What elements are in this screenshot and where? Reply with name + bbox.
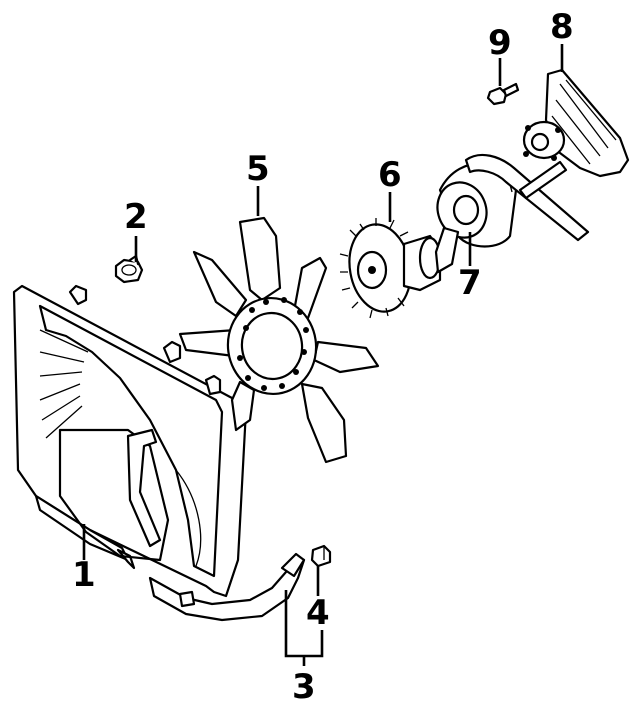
callout-7: 7 — [458, 263, 482, 303]
callout-4: 4 — [306, 593, 330, 633]
clip-part — [310, 544, 332, 568]
fan-clutch — [339, 218, 442, 319]
callout-9: 9 — [488, 23, 512, 63]
bracket-part — [522, 68, 630, 178]
callout-6: 6 — [378, 155, 402, 195]
callout-2: 2 — [124, 197, 148, 237]
fan-shroud — [12, 284, 248, 598]
callout-1: 1 — [72, 555, 96, 595]
nut-part — [114, 254, 144, 284]
pulley-part — [434, 161, 518, 274]
leader-lines — [82, 44, 564, 666]
lower-shroud — [148, 552, 306, 622]
drive-belt — [464, 153, 590, 242]
callout-3: 3 — [292, 667, 316, 703]
callout-5: 5 — [246, 149, 270, 189]
fan-blade — [178, 216, 380, 464]
callout-numbers: 1 2 3 4 5 6 7 8 9 — [72, 7, 574, 703]
bolt-part — [486, 82, 520, 106]
callout-8: 8 — [550, 7, 574, 47]
